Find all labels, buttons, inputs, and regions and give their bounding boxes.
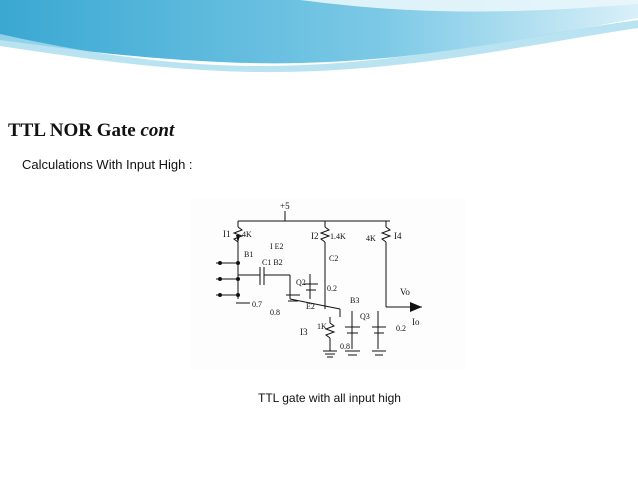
label-v02b: 0.2	[396, 324, 406, 333]
slide-title: TTL NOR Gate cont	[8, 120, 174, 142]
label-io: Io	[412, 317, 420, 327]
label-r3: 1K	[317, 322, 327, 331]
label-q2: Q2	[296, 278, 306, 287]
label-vcc: +5	[280, 201, 290, 211]
label-i2: I2	[311, 231, 319, 241]
label-v08b: 0.8	[340, 342, 350, 351]
label-i3: I3	[300, 327, 308, 337]
label-ie2: I E2	[270, 242, 284, 251]
label-i4: I4	[394, 231, 402, 241]
label-vo: Vo	[400, 287, 410, 297]
label-v07: 0.7	[252, 300, 262, 309]
label-v02a: 0.2	[327, 284, 337, 293]
label-r4: 4K	[366, 234, 376, 243]
label-b3: B3	[350, 296, 359, 305]
header-wave-banner	[0, 0, 638, 80]
label-e2: E2	[306, 302, 315, 311]
label-i1: I1	[223, 229, 231, 239]
title-main: TTL NOR Gate	[8, 120, 141, 141]
label-b1: B1	[244, 250, 253, 259]
label-v08a: 0.8	[270, 308, 280, 317]
label-r1: 4K	[242, 230, 252, 239]
title-italic: cont	[140, 120, 175, 141]
label-q3: Q3	[360, 312, 370, 321]
slide-subtitle: Calculations With Input High :	[22, 157, 193, 172]
ttl-nor-circuit-diagram: +5 I1 4K B1 I E2 C1 B2 I2 1.4K C2 Q2 0.2…	[190, 199, 465, 369]
label-c2: C2	[329, 254, 338, 263]
label-c1b2: C1 B2	[262, 258, 283, 267]
figure-caption: TTL gate with all input high	[258, 391, 401, 405]
label-r2: 1.4K	[330, 232, 346, 241]
